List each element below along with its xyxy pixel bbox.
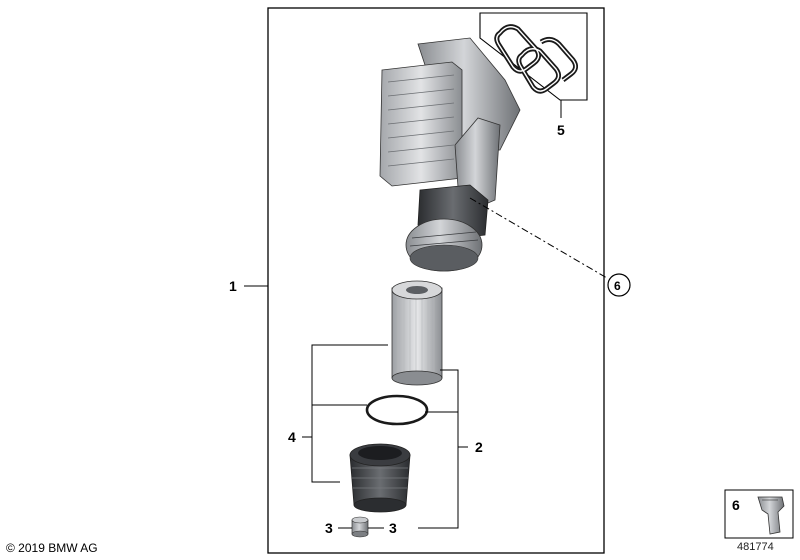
gasket-inset-box (479, 12, 588, 118)
inset-label-6: 6 (732, 497, 740, 513)
clip-illustration (757, 496, 785, 535)
clip-inset-box: 6 (724, 489, 794, 539)
callout-3-right: 3 (389, 520, 397, 536)
callout-5: 5 (557, 122, 565, 138)
filter-cap-illustration (349, 443, 411, 513)
filter-element-illustration (391, 280, 443, 386)
image-number: 481774 (737, 541, 774, 553)
drain-plug-illustration (351, 516, 369, 538)
leader-lines (244, 197, 608, 529)
callout-3-left: 3 (325, 520, 333, 536)
oil-filter-housing-illustration (379, 37, 521, 272)
copyright-text: © 2019 BMW AG (6, 541, 98, 555)
o-ring-illustration (365, 394, 429, 426)
callout-6-circle (607, 273, 631, 297)
callout-6: 6 (614, 279, 621, 293)
main-frame (267, 7, 605, 554)
callout-4: 4 (288, 429, 296, 445)
callout-1: 1 (229, 278, 237, 294)
callout-2: 2 (475, 439, 483, 455)
